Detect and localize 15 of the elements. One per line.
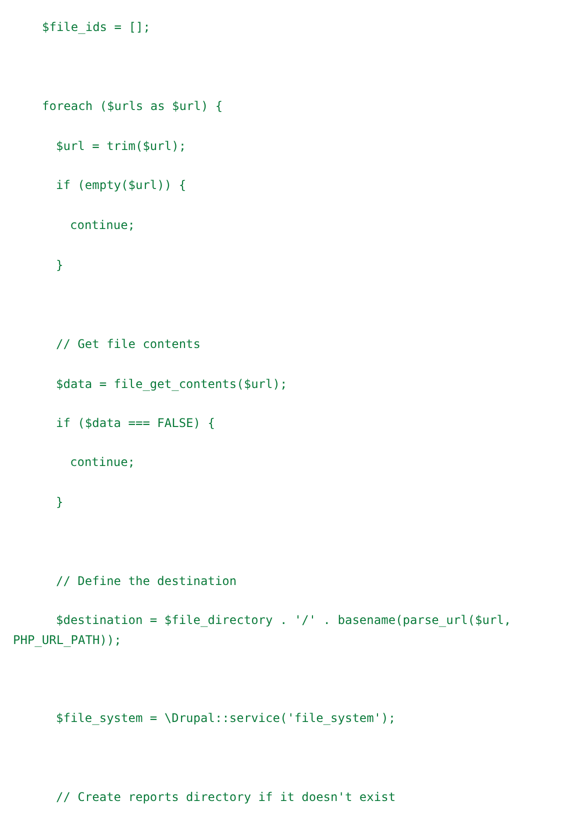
code-comment: // Define the destination: [56, 573, 237, 590]
code-line: }: [56, 494, 64, 511]
code-line: foreach ($urls as $url) {: [42, 98, 223, 115]
code-line: }: [56, 257, 64, 274]
code-line: $url = trim($url);: [56, 138, 186, 155]
code-line: $file_ids = [];: [42, 19, 150, 36]
code-line: if (empty($url)) {: [56, 177, 186, 194]
code-comment: // Create reports directory if it doesn't exist: [56, 789, 396, 806]
code-line: $data = file_get_contents($url);: [56, 376, 288, 393]
code-line: $file_system = \Drupal::service('file_system');: [56, 710, 396, 727]
code-line: continue;: [70, 217, 136, 234]
code-line: continue;: [70, 454, 136, 471]
code-line: if ($data === FALSE) {: [56, 415, 215, 432]
code-line: $destination = $file_directory . '/' . basename(parse_url($url, PHP_URL_PATH));: [13, 612, 512, 649]
code-comment: // Get file contents: [56, 336, 200, 353]
